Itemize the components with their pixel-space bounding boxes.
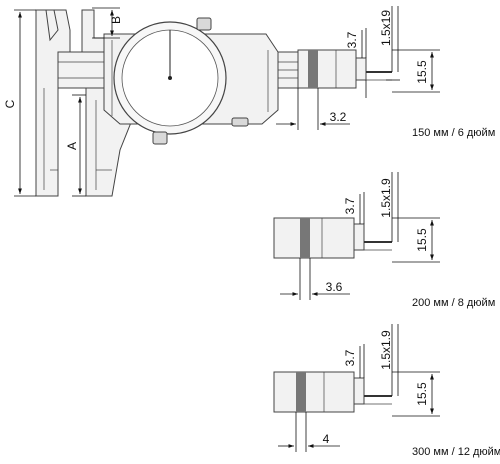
detail-300mm: 4 3.7 1.5x1.9 15.5 300 мм / 12 дюйм bbox=[273, 324, 500, 458]
jaw-section-hatch bbox=[300, 218, 310, 258]
caliper-drawing: A B C bbox=[3, 7, 309, 197]
fixed-upper-jaw bbox=[45, 9, 59, 42]
dim-width: 4 bbox=[323, 432, 330, 446]
caption-200: 200 мм / 8 дюйм bbox=[412, 297, 495, 309]
dim-label-c: C bbox=[3, 99, 17, 108]
dim-height: 15.5 bbox=[415, 382, 429, 406]
caption-300: 300 мм / 12 дюйм bbox=[412, 446, 500, 458]
detail-150mm: 3.2 3.7 1.5x19 15.5 150 мм / 6 дюйм bbox=[276, 6, 495, 139]
detail-200mm: 3.6 3.7 1.5x1.9 15.5 200 мм / 8 дюйм bbox=[273, 172, 495, 309]
sliding-upper-jaw bbox=[81, 9, 105, 53]
dim-step: 3.7 bbox=[343, 197, 357, 214]
dim-depth-rod: 1.5x19 bbox=[379, 10, 393, 46]
dim-step: 3.7 bbox=[345, 31, 359, 48]
dim-width: 3.2 bbox=[330, 110, 347, 124]
jaw-section-hatch bbox=[296, 372, 306, 412]
dim-depth-rod: 1.5x1.9 bbox=[379, 330, 393, 370]
caption-150: 150 мм / 6 дюйм bbox=[412, 127, 495, 139]
dim-height: 15.5 bbox=[415, 60, 429, 84]
dim-step: 3.7 bbox=[343, 349, 357, 366]
fixed-jaw bbox=[35, 9, 71, 197]
jaw-section-hatch bbox=[308, 50, 318, 88]
dim-label-a: A bbox=[65, 142, 79, 150]
dim-label-b: B bbox=[109, 16, 123, 24]
dim-height: 15.5 bbox=[415, 228, 429, 252]
lock-screw bbox=[196, 17, 212, 31]
dim-depth-rod: 1.5x1.9 bbox=[379, 178, 393, 218]
thumb-roller bbox=[152, 131, 168, 145]
dim-width: 3.6 bbox=[326, 280, 343, 294]
